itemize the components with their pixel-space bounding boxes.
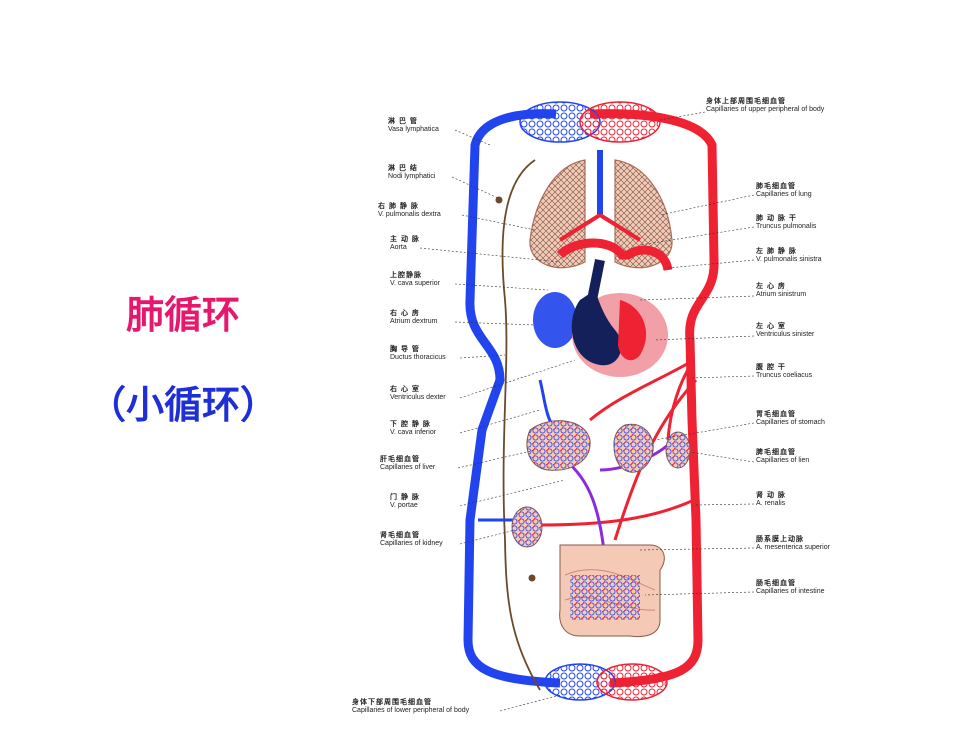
- intestine: [559, 544, 665, 638]
- upper-capillaries: [519, 101, 661, 143]
- right-ventricle: [571, 290, 622, 366]
- lymph-node-lower: [528, 574, 536, 582]
- spleen: [665, 431, 691, 469]
- lower-capillaries: [544, 663, 668, 701]
- slide-title: 肺循环: [125, 292, 240, 337]
- kidney: [511, 506, 543, 548]
- vein-trunk-left: [463, 109, 561, 688]
- lymph-node: [495, 196, 503, 204]
- heart: [533, 238, 673, 377]
- lungs: [529, 150, 673, 269]
- slide-subtitle: （小循环）: [88, 382, 279, 427]
- liver: [526, 420, 591, 471]
- right-atrium: [533, 292, 577, 348]
- stomach: [613, 423, 654, 473]
- left-ventricle: [618, 300, 647, 361]
